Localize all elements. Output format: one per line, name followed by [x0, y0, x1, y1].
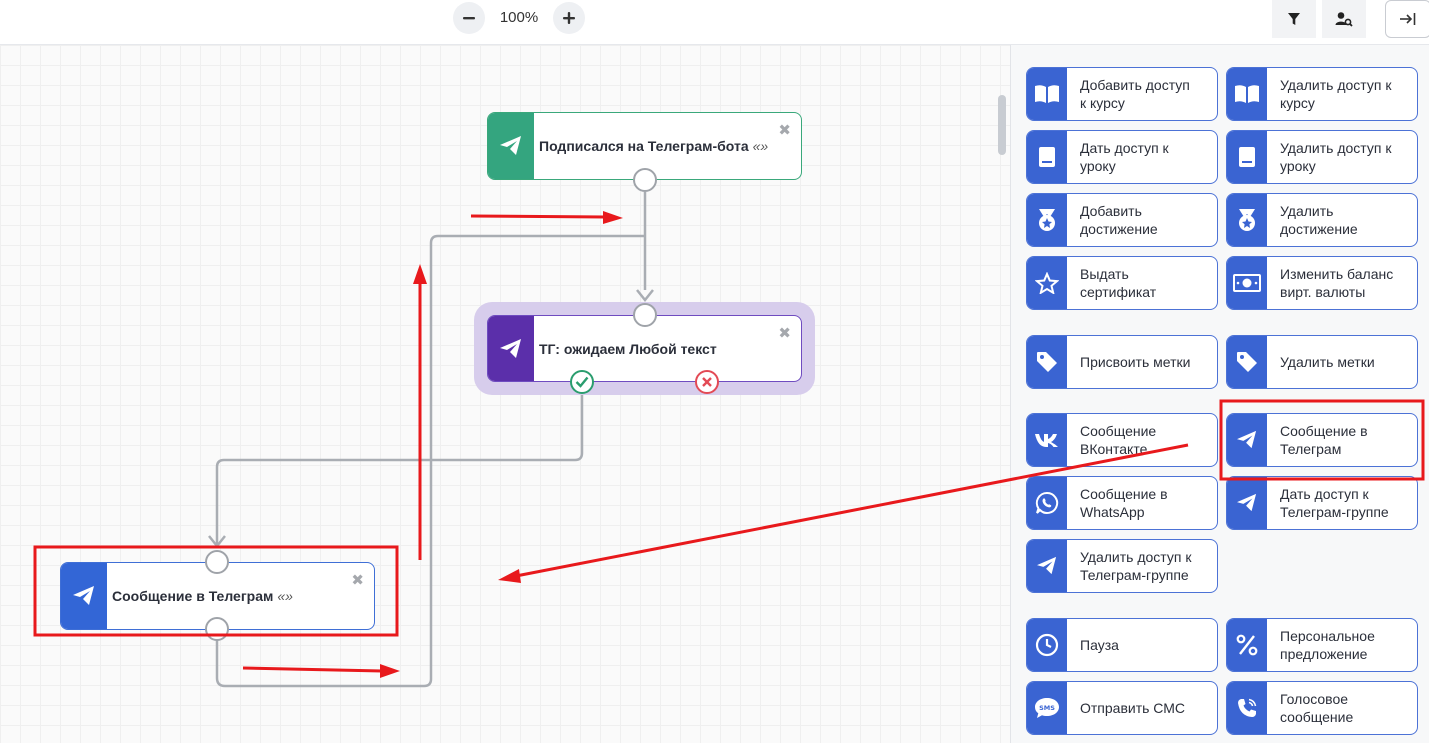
- sms-icon: SMS: [1027, 682, 1067, 734]
- action-tile[interactable]: Сообщение в WhatsApp: [1026, 476, 1218, 530]
- action-tile[interactable]: SMS Отправить СМС: [1026, 681, 1218, 735]
- exit-panel-icon: [1400, 13, 1416, 25]
- action-label: Персональное предложение: [1280, 628, 1375, 662]
- telegram-icon: [1227, 477, 1267, 529]
- node-output-port[interactable]: [205, 617, 229, 641]
- phone-icon: [1227, 682, 1267, 734]
- filter-button[interactable]: [1272, 0, 1316, 38]
- plus-icon: [563, 12, 575, 24]
- node-icon-box: [488, 113, 534, 179]
- zoom-in-button[interactable]: [553, 2, 585, 34]
- whatsapp-icon: [1027, 477, 1067, 529]
- user-search-button[interactable]: [1322, 0, 1366, 38]
- action-label: Изменить баланс вирт. валюты: [1280, 266, 1394, 300]
- node-icon-box: [61, 563, 107, 629]
- action-tile[interactable]: Выдать сертификат: [1026, 256, 1218, 310]
- filter-icon: [1288, 13, 1300, 25]
- action-tile[interactable]: Удалить доступ к курсу: [1226, 67, 1418, 121]
- top-toolbar: 100%: [0, 0, 1429, 45]
- action-tile[interactable]: Удалить доступ к Телеграм-группе: [1026, 539, 1218, 593]
- collapse-panel-button[interactable]: [1385, 0, 1429, 38]
- action-label: Выдать сертификат: [1080, 266, 1157, 300]
- node-close-icon[interactable]: ✖: [778, 325, 791, 342]
- fail-port-cross-icon[interactable]: [695, 370, 719, 394]
- action-label: Дать доступ к Телеграм-группе: [1280, 486, 1389, 520]
- node-title: ТГ: ожидаем Любой текст: [539, 340, 717, 357]
- clock-icon: [1027, 619, 1067, 671]
- zoom-level: 100%: [499, 9, 539, 26]
- action-label: Отправить СМС: [1080, 700, 1186, 716]
- book-icon: [1227, 68, 1267, 120]
- action-label: Дать доступ к уроку: [1080, 140, 1169, 174]
- money-icon: [1227, 257, 1267, 309]
- node-input-port[interactable]: [205, 550, 229, 574]
- star-icon: [1027, 257, 1067, 309]
- action-tile[interactable]: Изменить баланс вирт. валюты: [1226, 256, 1418, 310]
- tag-icon: [1227, 336, 1267, 388]
- zoom-out-button[interactable]: [453, 2, 485, 34]
- action-label: Удалить метки: [1280, 354, 1375, 370]
- node-close-icon[interactable]: ✖: [778, 122, 791, 139]
- svg-text:SMS: SMS: [1039, 704, 1055, 712]
- action-tile[interactable]: Присвоить метки: [1026, 335, 1218, 389]
- lesson-icon: [1227, 131, 1267, 183]
- action-tile[interactable]: Сообщение ВКонтакте: [1026, 413, 1218, 467]
- action-tile[interactable]: Удалить доступ к уроку: [1226, 130, 1418, 184]
- node-title: Сообщение в Телеграм«»: [112, 588, 293, 604]
- action-tile[interactable]: Удалить достижение: [1226, 193, 1418, 247]
- action-tile[interactable]: Персональное предложение: [1226, 618, 1418, 672]
- action-label: Голосовое сообщение: [1280, 691, 1354, 725]
- action-label: Сообщение в Телеграм: [1280, 423, 1368, 457]
- action-label: Удалить доступ к курсу: [1280, 77, 1392, 111]
- node-input-port[interactable]: [633, 303, 657, 327]
- action-label: Удалить доступ к Телеграм-группе: [1080, 549, 1192, 583]
- book-icon: [1027, 68, 1067, 120]
- action-label: Добавить доступ к курсу: [1080, 77, 1190, 111]
- canvas-scrollbar[interactable]: [998, 95, 1006, 155]
- telegram-icon: [500, 338, 521, 358]
- action-tile[interactable]: Голосовое сообщение: [1226, 681, 1418, 735]
- lesson-icon: [1027, 131, 1067, 183]
- action-label: Удалить достижение: [1280, 203, 1358, 237]
- node-output-port[interactable]: [633, 168, 657, 192]
- tag-icon: [1027, 336, 1067, 388]
- telegram-icon: [500, 136, 521, 155]
- action-tile[interactable]: Пауза: [1026, 618, 1218, 672]
- action-label: Присвоить метки: [1080, 354, 1191, 370]
- telegram-icon: [73, 586, 94, 605]
- action-label: Удалить доступ к уроку: [1280, 140, 1392, 174]
- percent-icon: [1227, 619, 1267, 671]
- medal-icon: [1027, 194, 1067, 246]
- action-label: Пауза: [1080, 637, 1119, 653]
- user-search-icon: [1335, 12, 1353, 27]
- action-tile[interactable]: Добавить доступ к курсу: [1026, 67, 1218, 121]
- telegram-icon: [1027, 540, 1067, 592]
- action-tile[interactable]: Дать доступ к уроку: [1026, 130, 1218, 184]
- action-tile[interactable]: Добавить достижение: [1026, 193, 1218, 247]
- action-tile[interactable]: Дать доступ к Телеграм-группе: [1226, 476, 1418, 530]
- minus-icon: [463, 17, 475, 20]
- node-icon-box: [488, 316, 534, 381]
- action-label: Сообщение в WhatsApp: [1080, 486, 1168, 520]
- action-label: Сообщение ВКонтакте: [1080, 423, 1157, 457]
- medal-icon: [1227, 194, 1267, 246]
- action-tile[interactable]: Сообщение в Телеграм: [1226, 413, 1418, 467]
- vk-icon: [1027, 414, 1067, 466]
- node-close-icon[interactable]: ✖: [351, 572, 364, 589]
- action-tile[interactable]: Удалить метки: [1226, 335, 1418, 389]
- node-title: Подписался на Телеграм-бота«»: [539, 138, 769, 154]
- telegram-icon: [1227, 414, 1267, 466]
- action-label: Добавить достижение: [1080, 203, 1158, 237]
- success-port-check-icon[interactable]: [570, 370, 594, 394]
